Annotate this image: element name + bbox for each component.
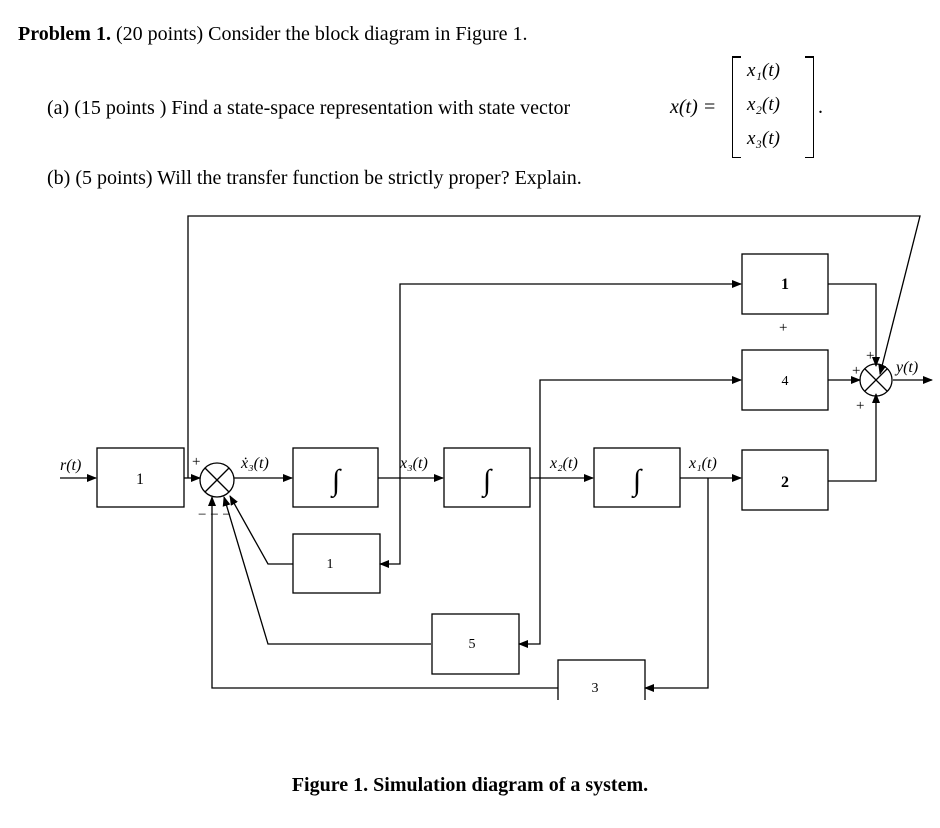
out1-to-sum — [828, 283, 880, 367]
part-b-text: (b) (5 points) Will the transfer functio… — [47, 167, 582, 189]
integrator-2-block — [443, 447, 531, 508]
integrator-2-symbol: ∫ — [481, 464, 493, 499]
out2-to-sum — [828, 393, 880, 482]
part-a-text: (a) (15 points ) Find a state-space repr… — [47, 97, 571, 119]
feedback-5-return — [222, 496, 431, 645]
x2-to-feedback-path — [518, 478, 541, 648]
sum2-top-sign: + — [866, 348, 874, 364]
figure-caption: Figure 1. Simulation diagram of a system… — [291, 774, 649, 796]
state-vector-lhs: x(t) = — [670, 96, 717, 118]
x2-to-output-path — [539, 376, 742, 478]
state-vector-matrix: x₁(t) x₂(t) x₃(t) — [732, 56, 814, 158]
output-x1-label: 2 — [781, 474, 789, 491]
problem-statement: Problem 1. (20 points) Consider the bloc… — [18, 22, 918, 46]
feedback-x1-label: 3 — [592, 681, 599, 696]
output-x2-label: 4 — [782, 374, 789, 389]
x1-label: x₁(t) — [688, 455, 717, 472]
sum2-under-block-sign: + — [779, 320, 787, 336]
feedback-x2-block — [431, 613, 520, 675]
feedback-x1-block — [557, 659, 646, 700]
integrator-1-symbol: ∫ — [330, 464, 342, 499]
feedback-x3-label: 1 — [327, 557, 334, 572]
summing-junction-2 — [859, 363, 893, 397]
state-vector-row-2: x₂(t) — [747, 94, 780, 115]
sum2-bottom-sign: + — [856, 398, 864, 414]
output-x3-label: 1 — [781, 276, 789, 293]
input-signal-label: r(t) — [60, 457, 81, 474]
feedback-3-return — [208, 496, 558, 689]
integrator-3-symbol: ∫ — [631, 464, 643, 499]
integrator-1-block — [292, 447, 379, 508]
x3-dot-label: ẋ₃(t) — [240, 455, 269, 472]
problem-intro: (20 points) Consider the block diagram i… — [115, 23, 528, 45]
x3-to-output-path — [399, 280, 742, 478]
sum1-feedback-signs: − − − — [198, 507, 231, 523]
integrator-3-block — [593, 447, 681, 508]
problem-heading: Problem 1. — [18, 23, 111, 45]
feedback-x3-block — [292, 533, 381, 594]
feedthrough-path — [187, 215, 921, 478]
output-x2-block — [741, 349, 829, 411]
input-gain-label: 1 — [136, 471, 144, 488]
x3-label: x₃(t) — [399, 455, 428, 472]
output-signal-label: y(t) — [894, 359, 918, 376]
state-vector: x(t) = x₁(t) x₂(t) x₃(t) . — [670, 50, 840, 166]
input-gain-block — [96, 447, 185, 508]
x2-label: x₂(t) — [549, 455, 578, 472]
feedback-1-return — [229, 495, 293, 565]
feedback-x2-label: 5 — [469, 637, 476, 652]
x3-to-feedback-path — [379, 478, 401, 568]
output-x3-block — [741, 253, 829, 315]
block-diagram: 1 ∫ ∫ ∫ 2 1 4 1 5 3 r(t) y(t) ẋ₃(t) x₃(t… — [60, 215, 933, 700]
sum1-input-sign: + — [192, 454, 200, 470]
state-vector-row-1: x₁(t) — [747, 60, 780, 81]
state-vector-row-3: x₃(t) — [747, 128, 780, 149]
sum2-left-sign: + — [852, 363, 860, 379]
x1-to-feedback-path — [644, 478, 709, 692]
state-vector-period: . — [818, 96, 823, 118]
summing-junction-1 — [199, 462, 235, 498]
output-x1-block — [741, 449, 829, 511]
